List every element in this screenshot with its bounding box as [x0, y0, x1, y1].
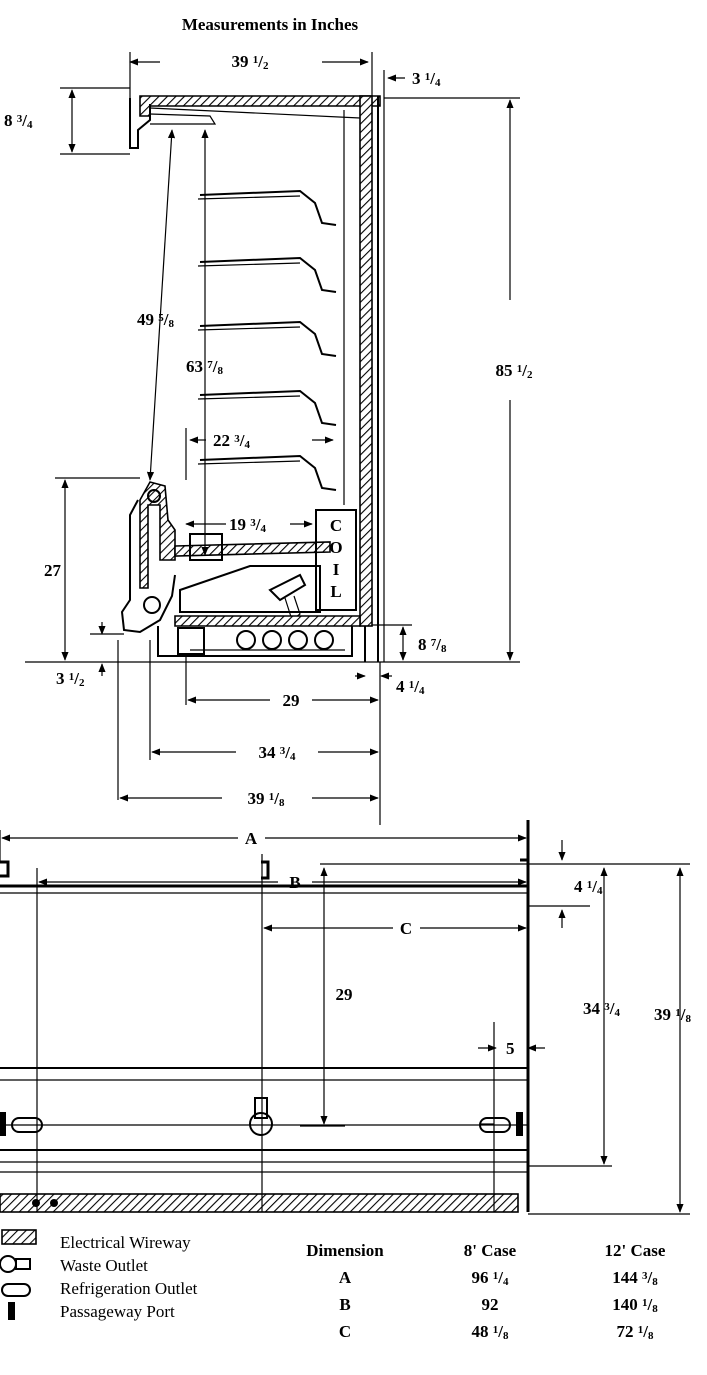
dim-a: A [245, 829, 258, 848]
shelves [197, 189, 337, 491]
base-circle [262, 630, 282, 650]
fan-blade [268, 573, 307, 602]
table-cell-8ft: 92 [482, 1295, 499, 1314]
canopy-underside [149, 107, 361, 119]
dim-base-depth: 29 [283, 691, 300, 710]
base-top [174, 615, 361, 627]
dim-canopy-height: 8 3/4 [4, 111, 33, 131]
table-cell-12ft: 144 3/8 [612, 1268, 658, 1288]
dim-overall-height: 85 1/2 [496, 361, 533, 381]
table-cell-dimension: A [339, 1268, 352, 1287]
shelf [197, 454, 337, 491]
canopy-front [129, 98, 151, 149]
table-cell-8ft: 96 1/4 [472, 1268, 509, 1288]
dim-front-diag: 49 5/8 [137, 310, 174, 330]
plan-mid-lug [261, 860, 270, 880]
dim-back-thickness: 3 1/4 [412, 69, 441, 89]
plan-view: A B C 4 1/4 29 5 34 3/4 39 1/8 [0, 820, 691, 1215]
wireway-dot-2 [50, 1199, 58, 1207]
coil-letter: L [330, 582, 341, 601]
shelf [197, 256, 337, 293]
electrical-wireway-icon [1, 1229, 37, 1245]
refrigeration-outlet-right [479, 1117, 511, 1133]
dim-rear: 4 1/4 [574, 877, 603, 897]
dim-b: B [289, 873, 300, 892]
coil-letter: C [330, 516, 342, 535]
waste-outlet-stem [254, 1097, 268, 1119]
dim-shelf-depth: 22 3/4 [213, 431, 250, 451]
base-box [157, 626, 353, 657]
waste-outlet-icon [0, 1255, 31, 1273]
wireway-dot-1 [32, 1199, 40, 1207]
coil-letter: I [333, 560, 340, 579]
drain-trap [177, 627, 205, 655]
shelf [197, 320, 337, 357]
dim-deck-depth: 19 3/4 [229, 515, 266, 535]
shelf [197, 189, 337, 226]
dim-c: C [400, 919, 412, 938]
dim-plan-depth-total: 39 1/8 [654, 1005, 691, 1025]
table-header: 8' Case [464, 1241, 517, 1260]
canopy-light [149, 113, 217, 125]
front-top-bolt [147, 489, 161, 503]
legend-label: Waste Outlet [60, 1256, 148, 1275]
dim-outlet-offset: 29 [336, 985, 353, 1004]
dim-port-offset: 5 [506, 1039, 515, 1058]
refrigeration-outlet-left [11, 1117, 43, 1133]
legend-label: Electrical Wireway [60, 1233, 191, 1252]
front-body [139, 481, 176, 589]
legend-label: Refrigeration Outlet [60, 1279, 198, 1298]
dim-inner-height: 63 7/8 [186, 357, 223, 377]
dim-depth-mid: 34 3/4 [259, 743, 296, 763]
back-wall [359, 95, 373, 627]
waste-outlet [249, 1112, 273, 1136]
dim-top-width: 39 1/2 [232, 52, 269, 72]
plan-right-lug [520, 858, 530, 886]
table-cell-8ft: 48 1/8 [472, 1322, 509, 1342]
table-cell-dimension: B [339, 1295, 350, 1314]
dim-front-height: 27 [44, 561, 62, 580]
legend-label: Passageway Port [60, 1302, 175, 1321]
drain-box [189, 533, 223, 561]
fan-housing [179, 565, 321, 613]
refrigeration-outlet-icon [1, 1283, 31, 1297]
passageway-port-icon [8, 1302, 15, 1320]
dim-base-height: 8 7/8 [418, 635, 447, 655]
table-cell-dimension: C [339, 1322, 351, 1341]
deck [174, 541, 331, 557]
front-bumper [120, 499, 176, 634]
wireway-circles [236, 630, 334, 650]
dim-base-back: 4 1/4 [396, 677, 425, 697]
plan-wireway [0, 1193, 519, 1213]
table-header: 12' Case [605, 1241, 666, 1260]
table-cell-12ft: 140 1/8 [612, 1295, 658, 1315]
dimline-front-diag [146, 129, 176, 481]
passageway-port-right [516, 1112, 523, 1136]
front-bumper-bolt [143, 596, 161, 614]
table-cell-12ft: 72 1/8 [617, 1322, 654, 1342]
coil-box [315, 509, 357, 611]
shelf [197, 389, 337, 426]
dim-depth-total: 39 1/8 [248, 789, 285, 809]
table-header: Dimension [306, 1241, 384, 1260]
side-view-dimensions: 39 1/2 3 1/4 8 3/4 85 1/2 49 5/8 63 7/8 22 3/4… [4, 52, 533, 825]
base-circle [314, 630, 334, 650]
plan-left-lug [0, 860, 10, 878]
coil-letter: O [329, 538, 342, 557]
dim-base-front: 3 1/2 [56, 669, 85, 689]
base-circle [288, 630, 308, 650]
dim-plan-depth-mid: 34 3/4 [583, 999, 620, 1019]
passageway-port-left [0, 1112, 6, 1136]
page-title: Measurements in Inches [182, 15, 359, 34]
base-circle [236, 630, 256, 650]
